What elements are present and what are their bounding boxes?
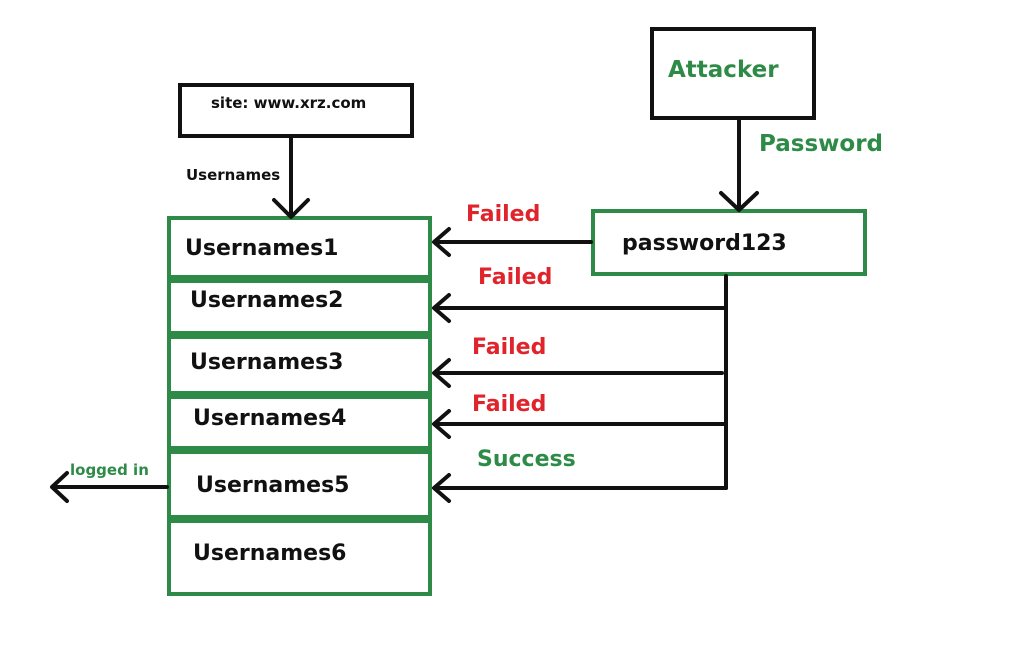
site-box [178, 83, 414, 138]
arrowhead-left-icon [432, 409, 451, 439]
site-label: site: www.xrz.com [211, 94, 367, 112]
arrowhead-left-icon [50, 471, 69, 503]
password-box [591, 209, 867, 276]
username-row-label: Usernames6 [193, 541, 347, 566]
arrowhead-left-icon [432, 227, 451, 257]
arrowhead-down-icon [272, 198, 310, 219]
username-row [167, 216, 432, 279]
arrowhead-left-icon [432, 473, 451, 503]
arrowhead-left-icon [432, 293, 451, 323]
username-row [167, 519, 432, 596]
username-row [167, 450, 432, 519]
username-row [167, 395, 432, 450]
arrowhead-left-icon [432, 358, 451, 388]
attempt-result-label: Failed [472, 392, 547, 417]
attempt-result-label: Failed [466, 202, 541, 227]
arrowhead-down-icon [719, 191, 759, 212]
password-value: password123 [622, 231, 787, 256]
username-row-label: Usernames1 [185, 236, 339, 261]
username-row [167, 279, 432, 335]
attacker-label: Attacker [668, 57, 779, 83]
attempt-result-label: Success [477, 447, 576, 472]
username-row-label: Usernames2 [190, 288, 344, 313]
attempt-result-label: Failed [478, 265, 553, 290]
usernames-edge-label: Usernames [186, 166, 281, 184]
attempt-result-label: Failed [472, 335, 547, 360]
connectors [50, 117, 759, 503]
username-row-label: Usernames3 [190, 350, 344, 375]
username-row-label: Usernames4 [193, 406, 347, 431]
username-row [167, 335, 432, 395]
attacker-box [650, 27, 816, 120]
username-list [167, 216, 432, 596]
username-row-label: Usernames5 [196, 473, 350, 498]
password-edge-label: Password [759, 131, 883, 157]
logged-in-label: logged in [70, 461, 149, 479]
